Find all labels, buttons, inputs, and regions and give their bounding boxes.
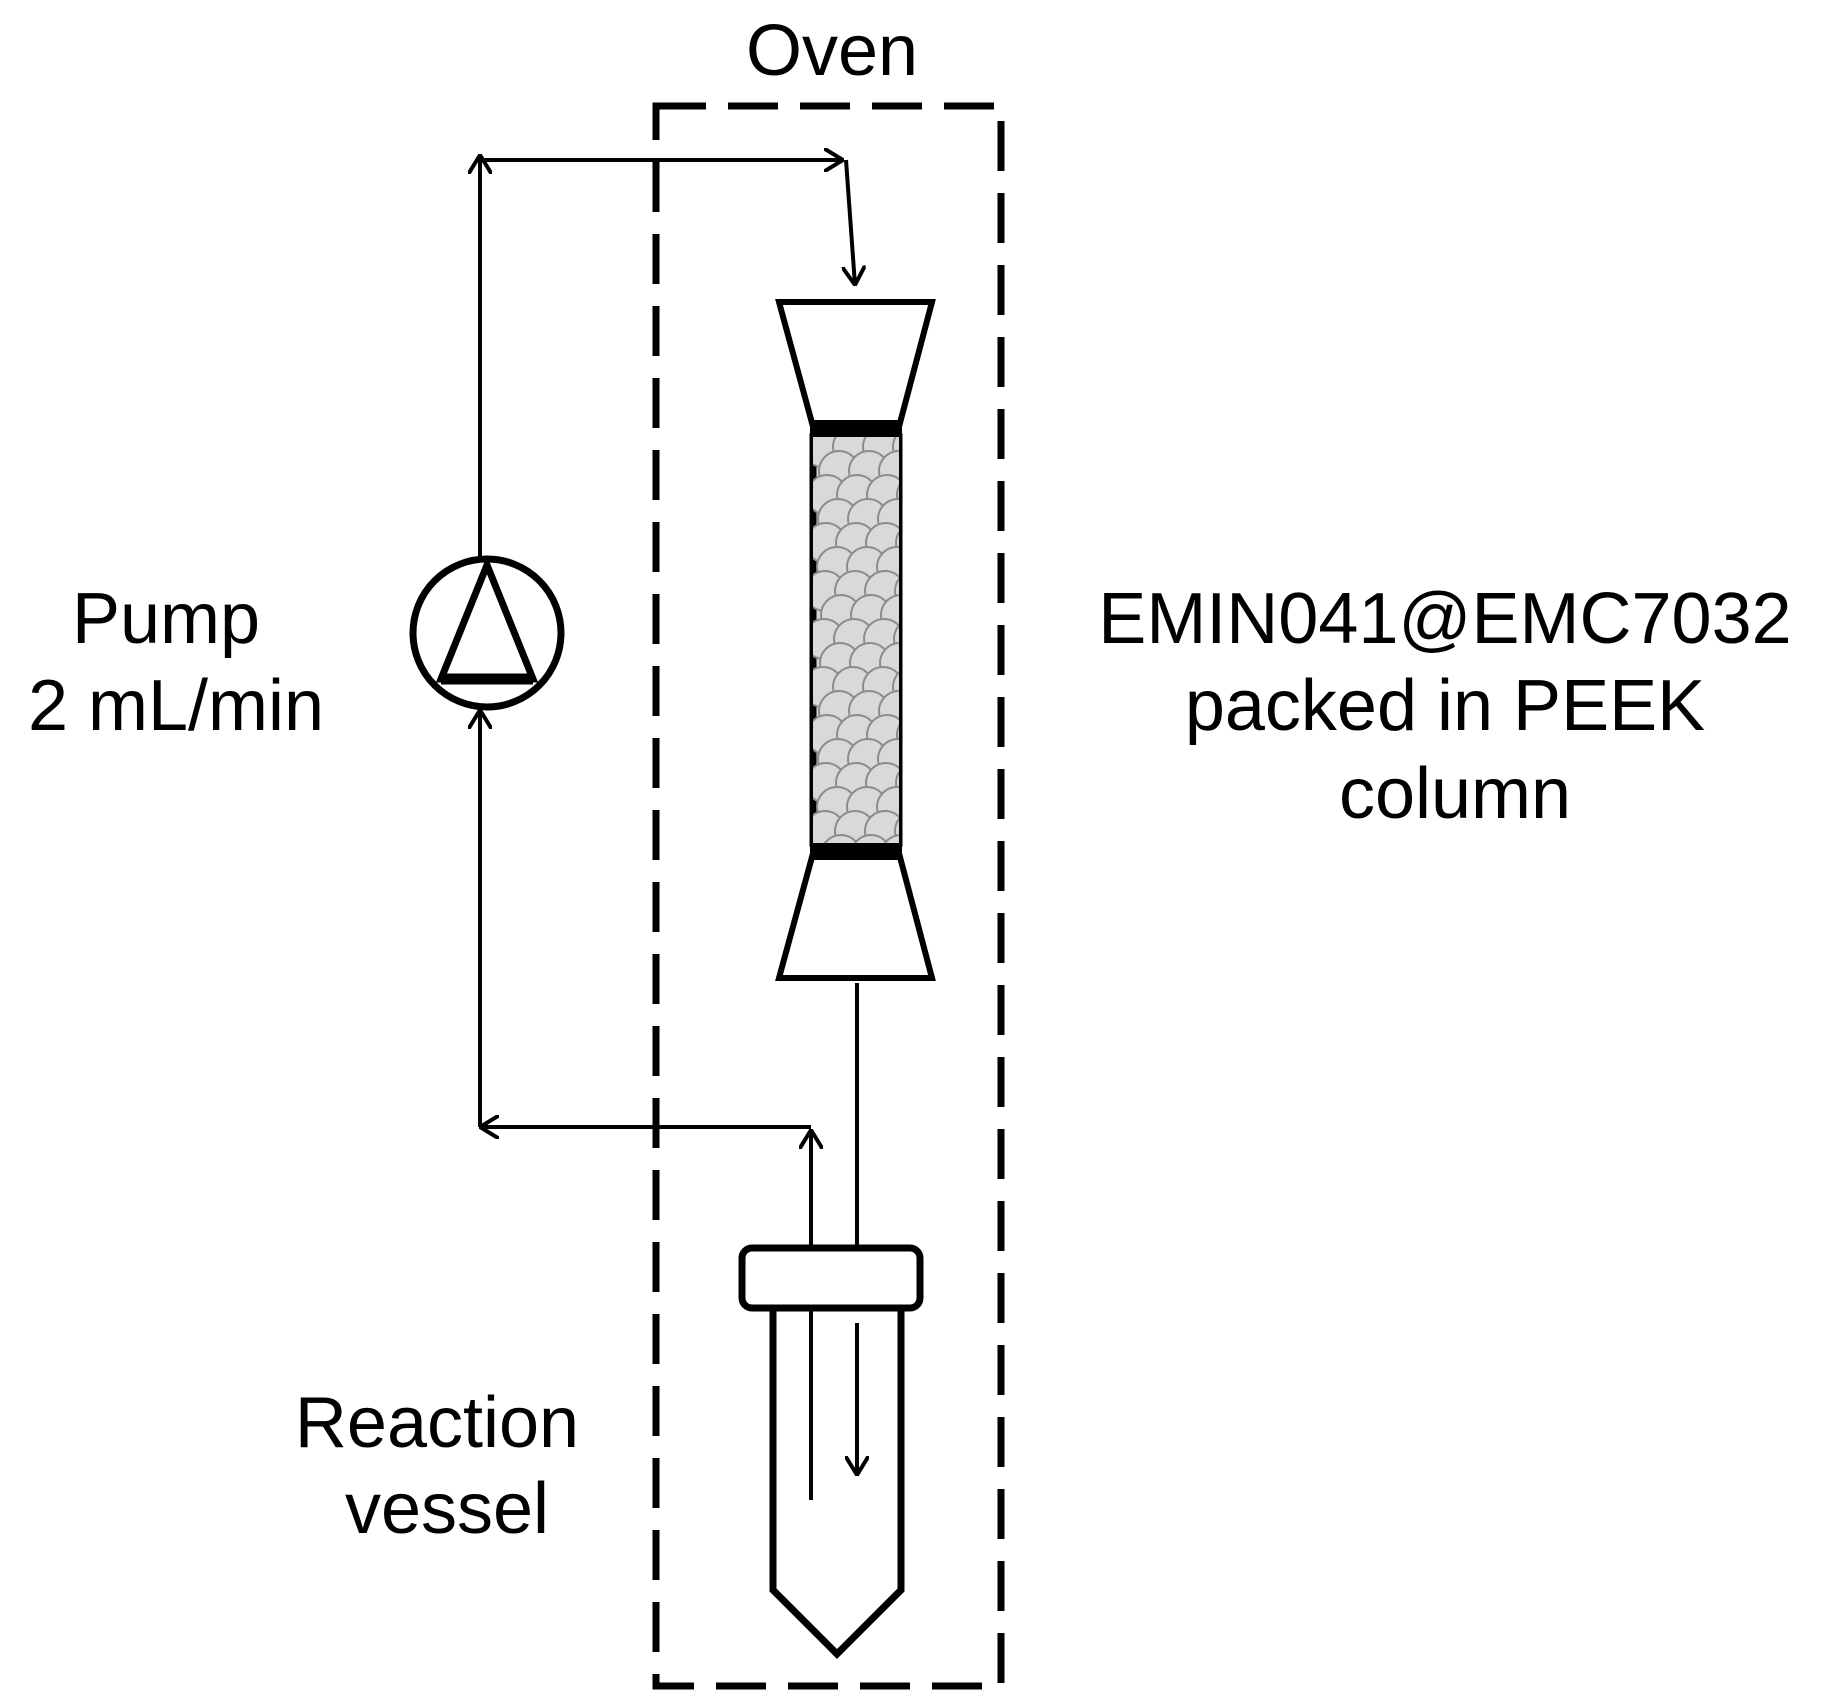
- packing-bead: [896, 724, 899, 746]
- pump-label: Pump 2 mL/min: [28, 579, 324, 746]
- column-label-line1: EMIN041@EMC7032: [1098, 579, 1791, 659]
- oven-label: Oven: [746, 11, 918, 91]
- vessel-label: Reaction vessel: [295, 1383, 599, 1549]
- vessel-cap: [738, 1244, 924, 1312]
- oven-box: [652, 102, 1005, 1690]
- vessel-label-line1: Reaction: [295, 1383, 579, 1463]
- packing-bead: [896, 484, 899, 506]
- column-top-fitting: [775, 299, 936, 426]
- pump-flow-rate: 2 mL/min: [28, 666, 324, 746]
- column-bottom-cap: [810, 843, 902, 857]
- pump-label-name: Pump: [72, 579, 260, 659]
- column-bottom-fitting: [775, 854, 936, 981]
- vessel-body: [769, 1300, 905, 1659]
- column-label-line3: column: [1339, 754, 1571, 834]
- column-label: EMIN041@EMC7032 packed in PEEK column: [1098, 579, 1811, 834]
- packing-bead: [823, 834, 859, 843]
- flow-arrow-into-column: [846, 159, 855, 285]
- reaction-vessel: [738, 1244, 924, 1659]
- column-label-line2: packed in PEEK: [1185, 666, 1705, 746]
- packing-bead: [883, 834, 899, 843]
- vessel-label-line2: vessel: [345, 1469, 549, 1549]
- flow-lines: [480, 155, 857, 1500]
- packed-column: [775, 299, 936, 981]
- packing-bead: [853, 834, 889, 843]
- pump-icon: [409, 555, 565, 711]
